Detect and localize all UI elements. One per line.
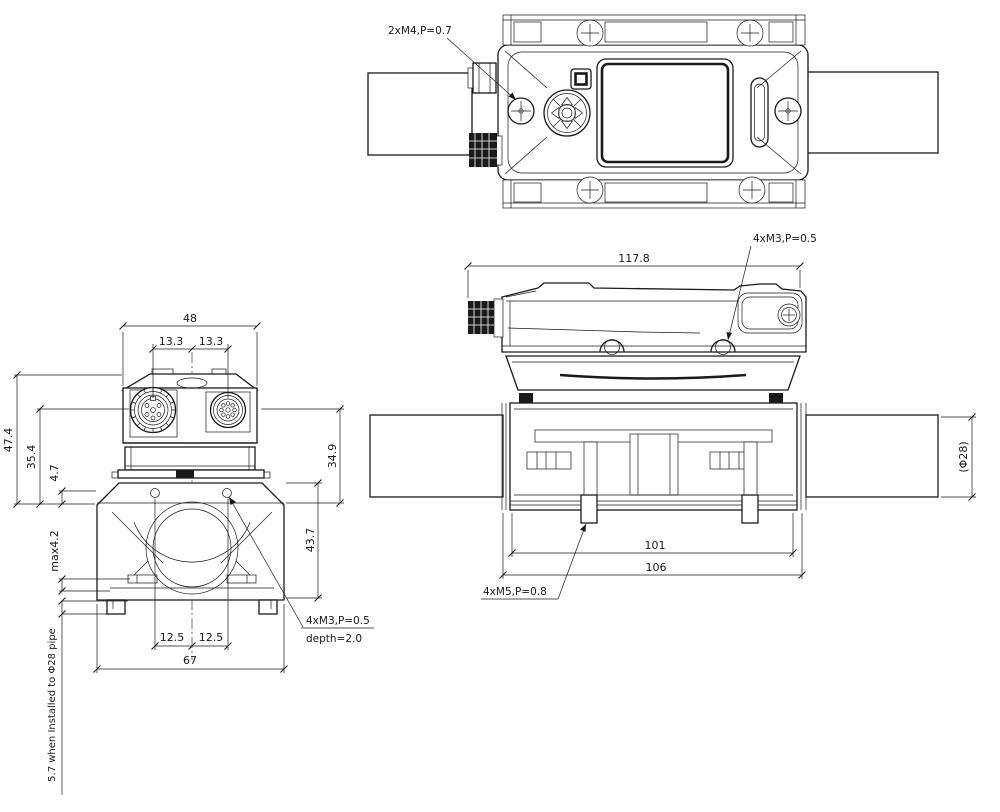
svg-text:13.3: 13.3 bbox=[199, 335, 224, 348]
mount-tab-left bbox=[599, 339, 625, 355]
svg-text:4xM3,P=0.5: 4xM3,P=0.5 bbox=[306, 615, 370, 627]
dim-front-clamp-width-67: 67 bbox=[93, 604, 288, 673]
svg-text:12.5: 12.5 bbox=[199, 631, 224, 644]
clamp-bolt-right bbox=[741, 494, 759, 524]
thread-note-2xM4: 2xM4,P=0.7 bbox=[388, 25, 452, 37]
sensor-head-front bbox=[111, 368, 271, 479]
leader-side-4xM3 bbox=[727, 245, 752, 341]
screw-bottom-rail-right bbox=[738, 176, 766, 204]
dim-front-hole-pitch-12-5: 12.5 12.5 bbox=[151, 499, 232, 650]
arrow-down-icon bbox=[560, 120, 574, 130]
sensor-head-side bbox=[468, 282, 807, 355]
arrow-right-icon bbox=[574, 106, 584, 120]
leader-front-4xM3 bbox=[228, 496, 304, 628]
svg-text:48: 48 bbox=[183, 312, 197, 325]
oval-slot bbox=[750, 77, 769, 148]
dim-front-height-43-7: 43.7 bbox=[286, 479, 322, 602]
mount-tab-right bbox=[710, 339, 736, 355]
foot-right bbox=[258, 599, 278, 615]
svg-text:max4.2: max4.2 bbox=[48, 530, 61, 571]
dim-front-width-48: 48 bbox=[119, 312, 261, 386]
svg-text:43.7: 43.7 bbox=[304, 528, 317, 553]
svg-text:117.8: 117.8 bbox=[618, 252, 650, 265]
svg-text:4xM3,P=0.5: 4xM3,P=0.5 bbox=[753, 233, 817, 245]
svg-text:4xM5,P=0.8: 4xM5,P=0.8 bbox=[483, 586, 547, 598]
adapter-section-side bbox=[505, 355, 801, 403]
svg-text:106: 106 bbox=[646, 561, 667, 574]
annotation-side-4xM3: 4xM3,P=0.5 bbox=[726, 233, 817, 341]
mount-hole-right bbox=[222, 488, 232, 498]
dim-front-height-4-7: 4.7 bbox=[48, 464, 96, 508]
leader-2xM4 bbox=[446, 37, 517, 101]
dim-front-height-47-4: 47.4 bbox=[2, 371, 122, 508]
arrow-left-icon bbox=[550, 106, 560, 120]
pipe-right-top-view bbox=[804, 71, 939, 154]
connector-side bbox=[468, 298, 504, 338]
svg-text:47.4: 47.4 bbox=[2, 428, 15, 453]
foot-left bbox=[106, 599, 126, 615]
dim-side-length-101: 101 bbox=[508, 513, 797, 557]
clamp-front bbox=[96, 482, 285, 615]
display-screen bbox=[596, 58, 734, 168]
square-button bbox=[570, 68, 592, 90]
pipe-left-side-view bbox=[369, 414, 504, 498]
svg-text:13.3: 13.3 bbox=[159, 335, 184, 348]
leader-side-4xM5 bbox=[557, 523, 587, 600]
svg-text:101: 101 bbox=[645, 539, 666, 552]
dim-side-pipe-dia: (Φ28) bbox=[941, 413, 976, 501]
svg-text:depth=2.0: depth=2.0 bbox=[306, 633, 362, 645]
clamp-side bbox=[501, 402, 807, 524]
annotation-2xM4: 2xM4,P=0.7 bbox=[388, 25, 517, 101]
screw-top-rail-left bbox=[576, 19, 604, 47]
svg-text:4.7: 4.7 bbox=[48, 464, 61, 482]
dim-front-height-35-4: 35.4 bbox=[25, 405, 129, 508]
svg-text:35.4: 35.4 bbox=[25, 445, 38, 470]
dim-front-pitch-13-3: 13.3 13.3 bbox=[149, 335, 232, 398]
note-install-5-7: 5.7 when Installed to Φ28 pipe bbox=[47, 597, 128, 795]
screw-side-panel bbox=[777, 303, 801, 327]
dim-front-height-34-9: 34.9 bbox=[262, 405, 344, 507]
keypad-dpad bbox=[543, 89, 591, 137]
clamp-bolt-left bbox=[580, 494, 598, 524]
top-view: 2xM4,P=0.7 bbox=[367, 14, 939, 209]
svg-text:12.5: 12.5 bbox=[160, 631, 185, 644]
arrow-up-icon bbox=[560, 96, 574, 106]
connector-left-front bbox=[129, 386, 177, 434]
side-view: 117.8 4xM3,P=0.5 101 106 4xM5 bbox=[369, 233, 976, 600]
screw-bottom-rail-left bbox=[576, 176, 604, 204]
connector-knurled-top-view bbox=[469, 133, 503, 167]
dim-front-gap-max4-2: max4.2 bbox=[48, 530, 130, 595]
annotation-side-4xM5: 4xM5,P=0.8 bbox=[481, 523, 587, 600]
annotation-front-4xM3: 4xM3,P=0.5 depth=2.0 bbox=[228, 496, 374, 645]
screw-face-left bbox=[507, 97, 535, 125]
mount-hole-left bbox=[150, 488, 160, 498]
pipe-bore-circle bbox=[152, 508, 232, 588]
svg-text:67: 67 bbox=[183, 654, 197, 667]
dim-side-length-117-8: 117.8 bbox=[464, 252, 804, 298]
pipe-left-top-view bbox=[367, 72, 473, 156]
pipe-outer-circle bbox=[145, 501, 239, 595]
pipe-right-side-view bbox=[805, 414, 939, 498]
screw-face-right bbox=[774, 97, 802, 125]
install-note-text: 5.7 when Installed to Φ28 pipe bbox=[47, 628, 58, 782]
screw-top-rail-right bbox=[736, 19, 764, 47]
svg-text:(Φ28): (Φ28) bbox=[957, 441, 970, 472]
front-view: 48 13.3 13.3 47.4 35.4 bbox=[2, 312, 374, 795]
dim-side-length-106: 106 bbox=[499, 513, 806, 579]
svg-text:34.9: 34.9 bbox=[326, 444, 339, 469]
connector-upper-top-view bbox=[467, 62, 497, 94]
